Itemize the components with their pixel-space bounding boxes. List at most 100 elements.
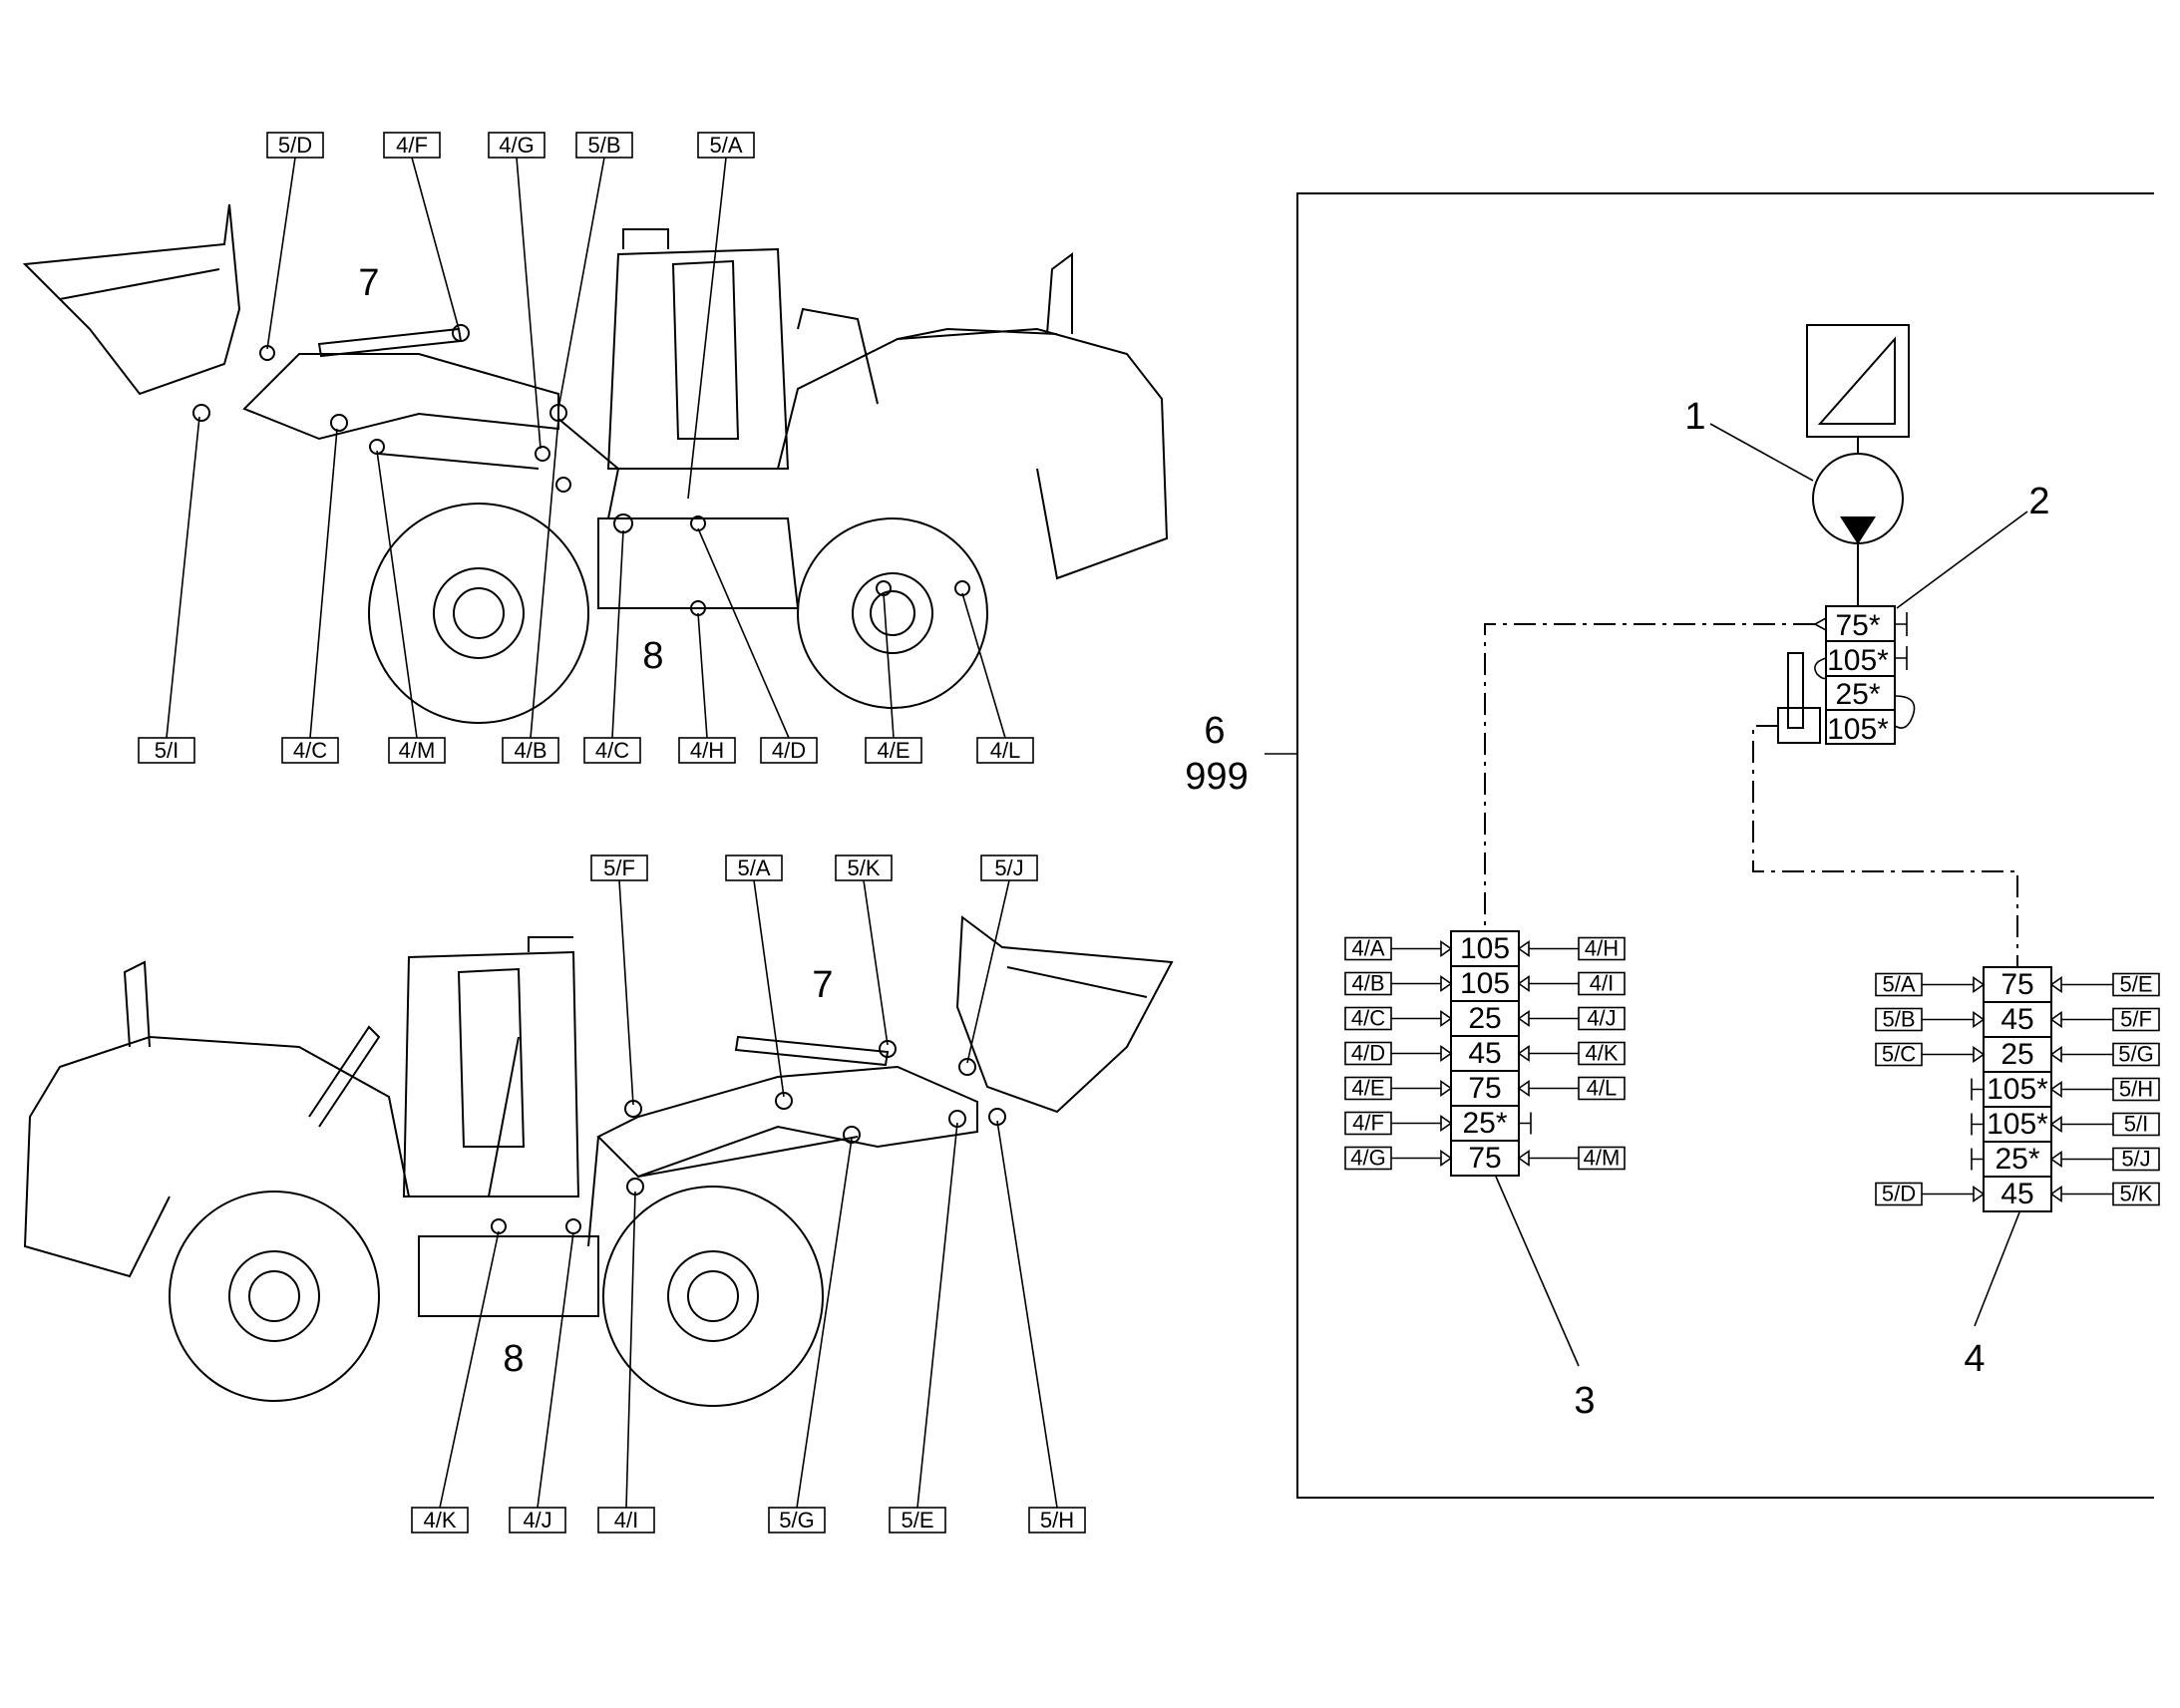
label-frame-bottom: 8	[503, 1338, 524, 1380]
svg-text:5/J: 5/J	[994, 855, 1023, 880]
svg-text:4/G: 4/G	[1350, 1146, 1385, 1171]
block_4-right-tag-7: 5/K	[2112, 1182, 2160, 1206]
block_3-right-tag-2: 4/I	[1578, 971, 1626, 996]
svg-text:4/L: 4/L	[990, 738, 1021, 763]
block_4-left-tag-7: 5/D	[1875, 1182, 1923, 1206]
line-to-block-3	[1484, 623, 1815, 931]
block_4-right-tag-5: 5/I	[2112, 1112, 2160, 1137]
svg-text:5/I: 5/I	[155, 738, 179, 763]
label-6: 6	[1204, 710, 1225, 752]
block_3-right-tag-7: 4/M	[1578, 1146, 1626, 1171]
svg-text:5/G: 5/G	[2118, 1042, 2153, 1067]
svg-text:4/C: 4/C	[1351, 1006, 1385, 1031]
svg-text:5/H: 5/H	[1040, 1508, 1074, 1533]
block_4-cell-6: 25*	[1995, 1143, 2039, 1176]
tag-4L: 4/L	[976, 737, 1034, 764]
label-999: 999	[1185, 756, 1248, 798]
block_3-left-tag-5: 4/E	[1344, 1076, 1392, 1101]
bottom-view-tags: 5/F 5/A 5/K 5/J 4/K 4/J 4/I 5/G 5/E 5/H	[411, 854, 1086, 1534]
tag-5J: 5/J	[980, 854, 1038, 881]
tag-5K: 5/K	[835, 854, 893, 881]
tag-5F: 5/F	[590, 854, 648, 881]
block_4-right-tag-3: 5/G	[2112, 1042, 2160, 1067]
svg-text:5/F: 5/F	[603, 855, 635, 880]
tag-4G: 4/G	[488, 132, 545, 159]
tag-4C: 4/C	[281, 737, 339, 764]
callout-1: 1	[1684, 396, 1705, 438]
svg-text:4/C: 4/C	[595, 738, 629, 763]
svg-text:5/F: 5/F	[2120, 1007, 2152, 1032]
block_3-left-tag-4: 4/D	[1344, 1041, 1392, 1066]
svg-text:5/K: 5/K	[2119, 1182, 2152, 1206]
svg-text:4/B: 4/B	[1351, 971, 1384, 996]
svg-text:4/H: 4/H	[1585, 936, 1619, 961]
block_4-right-tag-4: 5/H	[2112, 1077, 2160, 1102]
tag-5E: 5/E	[889, 1507, 946, 1534]
block_4-cell-1: 75	[2000, 968, 2033, 1001]
svg-text:5/B: 5/B	[1882, 1007, 1915, 1032]
svg-text:5/J: 5/J	[2121, 1147, 2150, 1172]
main-cell-3: 25*	[1835, 678, 1880, 711]
svg-text:5/A: 5/A	[709, 133, 742, 158]
svg-text:4/G: 4/G	[499, 133, 534, 158]
svg-text:5/E: 5/E	[901, 1508, 933, 1533]
svg-text:5/I: 5/I	[2124, 1112, 2148, 1137]
callout-2: 2	[2028, 481, 2049, 522]
main-cell-1: 75*	[1835, 609, 1880, 642]
block_4-right-tag-6: 5/J	[2112, 1147, 2160, 1172]
block_3-cell-5: 75	[1468, 1072, 1501, 1105]
block_3-right-tag-3: 4/J	[1578, 1006, 1626, 1031]
block_3-left-tag-3: 4/C	[1344, 1006, 1392, 1031]
svg-text:4/M: 4/M	[1584, 1146, 1621, 1171]
tag-4J: 4/J	[509, 1507, 566, 1534]
tag-4B: 4/B	[502, 737, 559, 764]
svg-text:4/D: 4/D	[1351, 1041, 1385, 1066]
tag-4E: 4/E	[865, 737, 922, 764]
lubrication-schematic: 6 999 75* 105* 25* 105*	[1185, 192, 2160, 1499]
callout-3: 3	[1574, 1380, 1595, 1422]
tag-5H: 5/H	[1028, 1507, 1086, 1534]
svg-text:4/D: 4/D	[772, 738, 806, 763]
svg-text:5/K: 5/K	[847, 855, 880, 880]
svg-text:5/E: 5/E	[2119, 972, 2152, 997]
line-to-block-4	[1752, 725, 2018, 967]
svg-text:5/G: 5/G	[779, 1508, 814, 1533]
tag-4M: 4/M	[388, 737, 446, 764]
tag-4F: 4/F	[383, 132, 441, 159]
svg-text:4/A: 4/A	[1351, 936, 1384, 961]
tag-5B: 5/B	[575, 132, 633, 159]
tag-5A-b: 5/A	[725, 854, 783, 881]
svg-text:4/I: 4/I	[614, 1508, 638, 1533]
main-cell-4: 105*	[1827, 713, 1889, 746]
top-view-leader-lines	[166, 157, 1006, 739]
tag-5D: 5/D	[266, 132, 324, 159]
pump-unit	[1812, 453, 1904, 606]
svg-text:5/D: 5/D	[278, 133, 312, 158]
schematic-frame	[1296, 192, 2154, 1499]
svg-text:4/F: 4/F	[396, 133, 428, 158]
block_3-cell-6: 25*	[1462, 1107, 1507, 1140]
block_3-left-tag-1: 4/A	[1344, 936, 1392, 961]
block_3-left-tag-2: 4/B	[1344, 971, 1392, 996]
tag-4I: 4/I	[597, 1507, 655, 1534]
label-frame-top: 8	[642, 635, 663, 677]
tag-5A: 5/A	[697, 132, 755, 159]
wheel-loader-side-view-top	[22, 203, 1169, 724]
svg-text:4/H: 4/H	[690, 738, 724, 763]
svg-text:4/J: 4/J	[523, 1508, 551, 1533]
main-cell-2: 105*	[1827, 644, 1889, 677]
block_4-left-tag-3: 5/C	[1875, 1042, 1923, 1067]
callout-4: 4	[1964, 1338, 1985, 1380]
tag-5G: 5/G	[768, 1507, 826, 1534]
block_4-cell-3: 25	[2000, 1038, 2033, 1071]
tag-4H: 4/H	[678, 737, 736, 764]
tag-4D: 4/D	[760, 737, 818, 764]
block_3-right-tag-1: 4/H	[1578, 936, 1626, 961]
svg-text:4/B: 4/B	[514, 738, 546, 763]
block_4-right-tag-2: 5/F	[2112, 1007, 2160, 1032]
block_3-right-tag-5: 4/L	[1578, 1076, 1626, 1101]
wheel-loader-side-view-bottom	[23, 915, 1174, 1407]
svg-text:5/H: 5/H	[2119, 1077, 2153, 1102]
